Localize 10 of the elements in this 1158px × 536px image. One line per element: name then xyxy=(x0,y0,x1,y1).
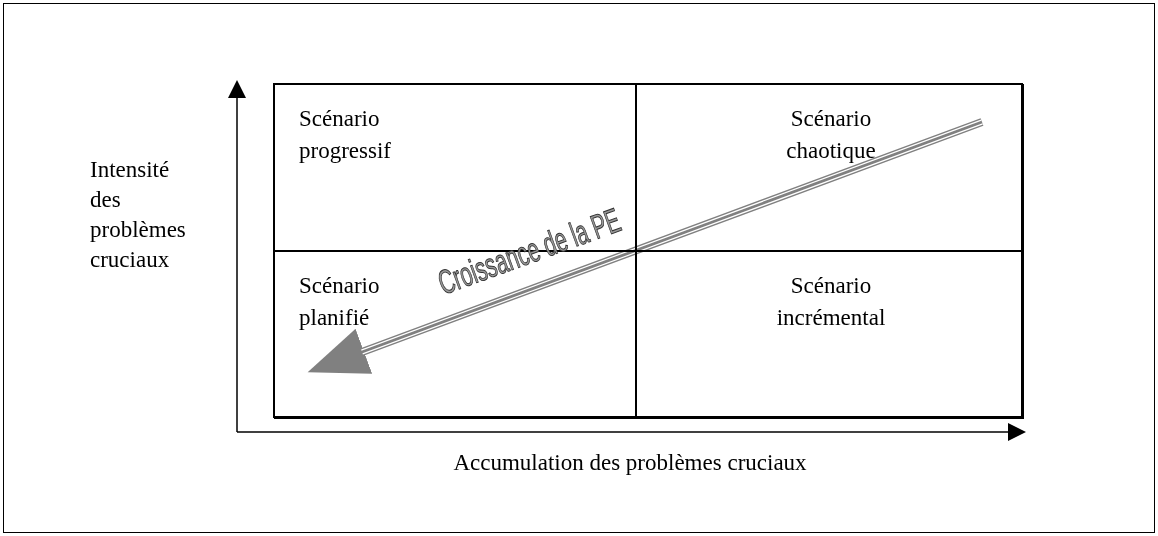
quadrant-label: Scénario incrémental xyxy=(775,272,887,332)
edge-label: Croissance de la PE xyxy=(432,200,626,302)
axis-label: Accumulation des problèmes cruciaux xyxy=(452,449,808,477)
axis-label: Intensité des problèmes cruciaux xyxy=(90,156,187,274)
arrow xyxy=(307,118,984,374)
quadrant-cell xyxy=(636,251,1024,419)
quadrant-label: Scénario chaotique xyxy=(785,105,877,165)
quadrant-cell xyxy=(636,84,1024,251)
quadrant-label: Scénario progressif xyxy=(299,105,392,165)
quadrant-label: Scénario planifié xyxy=(299,272,381,332)
